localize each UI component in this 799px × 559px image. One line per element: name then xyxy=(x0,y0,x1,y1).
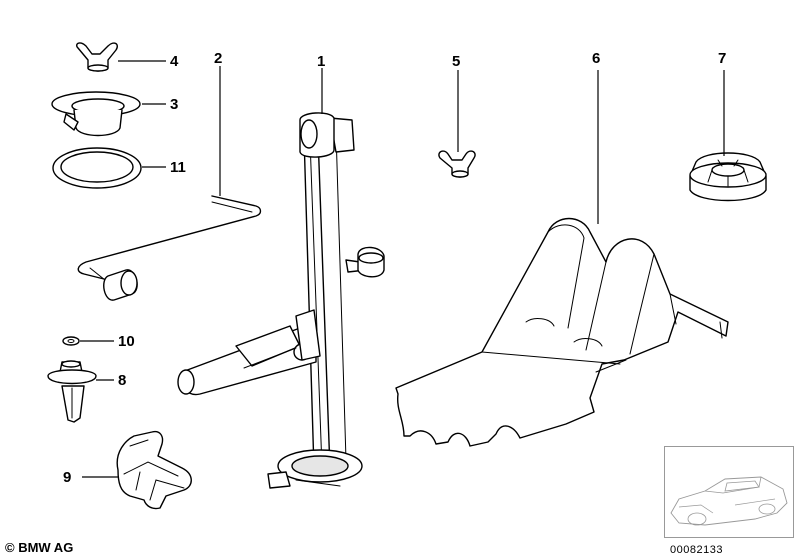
callout-9[interactable]: 9 xyxy=(63,469,71,486)
part-10-washer[interactable] xyxy=(62,336,80,346)
callout-2[interactable]: 2 xyxy=(214,50,222,67)
part-11-ring[interactable] xyxy=(52,147,142,189)
part-1-car-jack[interactable] xyxy=(177,112,385,489)
callout-3[interactable]: 3 xyxy=(170,96,178,113)
callout-11[interactable]: 11 xyxy=(170,159,186,176)
callout-5[interactable]: 5 xyxy=(452,53,460,70)
callout-1[interactable]: 1 xyxy=(317,53,325,70)
callout-8[interactable]: 8 xyxy=(118,372,126,389)
vehicle-thumbnail xyxy=(664,446,794,538)
part-3-spindle-cup[interactable] xyxy=(51,91,141,137)
car-outline-icon xyxy=(670,476,788,526)
part-9-bracket-clip[interactable] xyxy=(116,430,192,510)
part-2-crank-handle[interactable] xyxy=(77,195,262,301)
part-5-wing-nut[interactable] xyxy=(438,150,476,178)
part-6-holder-plate[interactable] xyxy=(395,217,729,447)
callout-6[interactable]: 6 xyxy=(592,50,600,67)
document-number: 00082133 xyxy=(670,544,723,556)
copyright-label: © BMW AG xyxy=(5,540,74,555)
callout-7[interactable]: 7 xyxy=(718,50,726,67)
callout-10[interactable]: 10 xyxy=(118,333,135,350)
part-4-wing-nut[interactable] xyxy=(76,42,118,72)
part-7-plastic-cap[interactable] xyxy=(689,152,767,202)
part-8-expanding-rivet[interactable] xyxy=(47,360,97,423)
callout-4[interactable]: 4 xyxy=(170,53,179,70)
